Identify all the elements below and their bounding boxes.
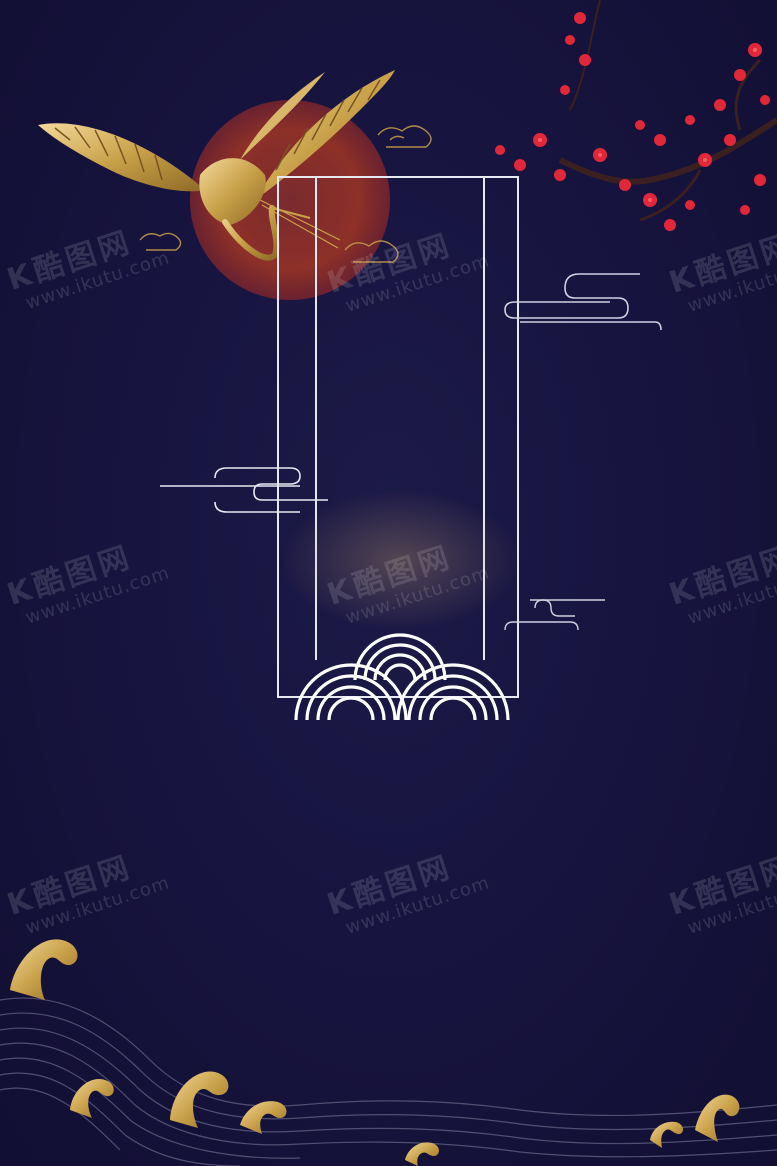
golden-crane xyxy=(38,70,395,261)
red-sun xyxy=(190,100,390,300)
white-cloud-right-top xyxy=(504,273,662,331)
gold-cloud-motifs xyxy=(139,125,432,263)
white-cloud-right-bottom xyxy=(504,599,605,631)
golden-waves xyxy=(10,939,740,1166)
plum-blossom-branch xyxy=(495,0,777,231)
concentric-arches xyxy=(294,633,510,721)
white-cloud-left xyxy=(160,467,328,513)
wave-lines xyxy=(0,997,777,1166)
gold-dust xyxy=(280,490,520,630)
